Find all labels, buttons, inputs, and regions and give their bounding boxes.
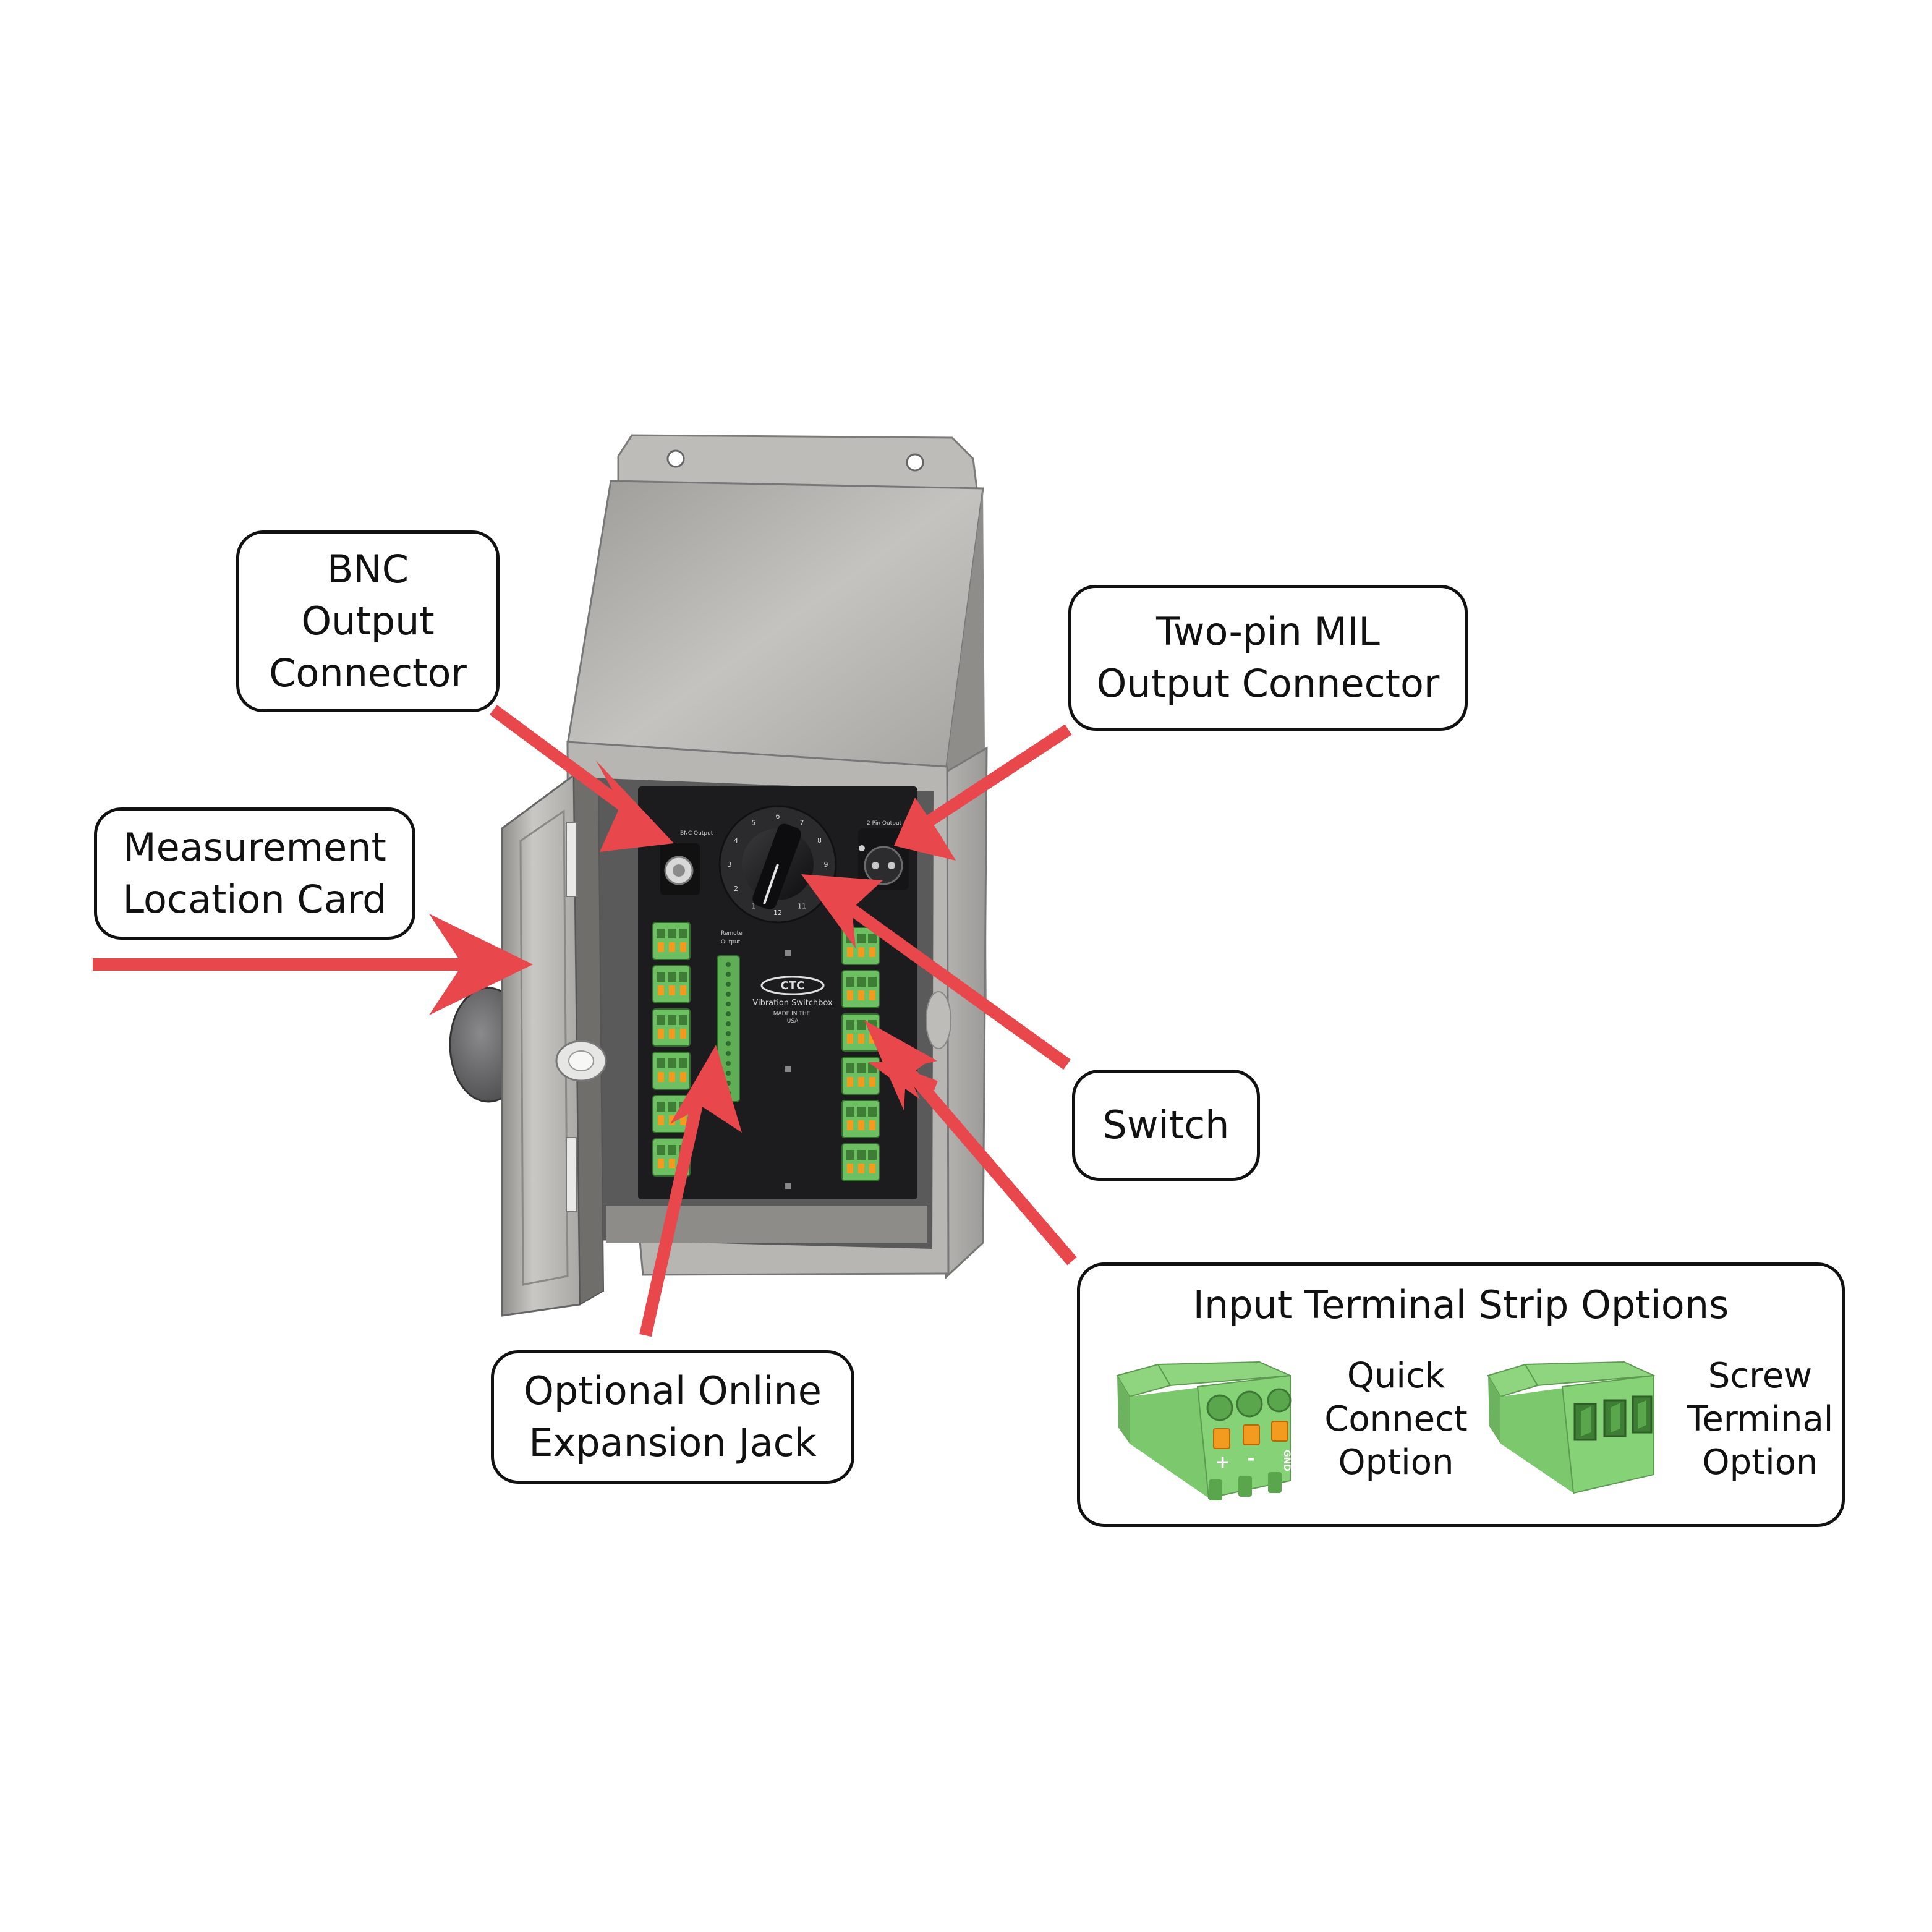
dial-numbers: 123456789101112 [728, 812, 828, 917]
arrow-bnc [490, 704, 644, 824]
jack-contact [726, 1021, 731, 1026]
dial-number: 6 [776, 812, 780, 820]
terminal-block [841, 1057, 880, 1095]
callout-line: Output [301, 598, 435, 644]
jack-contact [726, 1011, 731, 1016]
terminal-block [652, 965, 691, 1003]
terminal-strip-title: Input Terminal Strip Options [1193, 1282, 1729, 1327]
mounting-hole-right [906, 453, 924, 472]
jack-contact [726, 1071, 731, 1076]
made-in-label: MADE IN THE USA [773, 1011, 812, 1024]
mil-panel-label: 2 Pin Output [867, 820, 902, 827]
remote-output-label: Remote Output [721, 930, 744, 945]
callout-line: Optional Online [524, 1368, 822, 1413]
door-hinge-top [566, 822, 577, 897]
dial-number: 8 [817, 836, 822, 845]
bnc-output-callout: BNC Output Connector [236, 530, 500, 712]
dial-number: 11 [798, 903, 806, 911]
terminal-block [841, 970, 880, 1008]
arrowhead-mil [894, 798, 956, 861]
jack-contact [726, 1002, 731, 1006]
product-name: Vibration Switchbox [752, 998, 833, 1008]
door-hinge-bottom [566, 1137, 577, 1212]
callout-line: Switch [1102, 1102, 1230, 1147]
jack-contact [726, 1061, 731, 1066]
quick-connect-label: Quick Connect Option [1324, 1356, 1468, 1483]
terminal-block [652, 1095, 691, 1133]
terminal-block [652, 1008, 691, 1047]
ctc-logo: CTC [760, 976, 825, 995]
qc-mark-gnd: GND [1282, 1450, 1292, 1471]
arrow-mil [924, 724, 1072, 828]
cavity-floor [606, 1206, 927, 1243]
bnc-connector [660, 843, 700, 895]
terminal-block [652, 922, 691, 960]
dial-number: 9 [824, 861, 828, 869]
expansion-jack-callout: Optional Online Expansion Jack [491, 1350, 854, 1484]
arrow-switch [833, 893, 1071, 1070]
arrowhead-bnc [596, 760, 674, 852]
arrowhead-switch [801, 874, 883, 948]
terminal-block [841, 1100, 880, 1138]
arrow-expansion [639, 1100, 704, 1337]
callout-line: Two-pin MIL [1156, 609, 1380, 654]
enclosure-door [501, 773, 607, 1317]
arrowhead-measurement [429, 914, 533, 1015]
quick-connect-terminal-image: + - GND [1116, 1361, 1292, 1500]
jack-contact [726, 1031, 731, 1036]
callout-arrows [93, 704, 1077, 1337]
arrowhead-expansion [670, 1045, 742, 1133]
callout-line: Measurement [123, 825, 386, 870]
terminal-block [841, 1143, 880, 1181]
bnc-panel-label: BNC Output [680, 830, 713, 836]
expansion-jack [717, 955, 740, 1102]
jack-contact [726, 1041, 731, 1046]
door-latch [555, 1040, 607, 1082]
jack-contact [726, 962, 731, 967]
callout-line: Expansion Jack [529, 1420, 817, 1465]
dial-number: 5 [752, 819, 756, 827]
terminal-strip-options-callout: Input Terminal Strip Options + - GND Qui… [1077, 1262, 1845, 1527]
svg-text:CTC: CTC [781, 979, 805, 992]
terminal-block [841, 1013, 880, 1052]
switch-callout: Switch [1072, 1070, 1260, 1181]
dial-number: 3 [728, 861, 732, 869]
arrowhead-terminals-b [868, 1061, 929, 1099]
jack-contact [726, 982, 731, 987]
screw-terminal-label: Screw Terminal Option [1687, 1356, 1834, 1483]
qc-mark-minus: - [1247, 1448, 1254, 1470]
rain-hood [566, 480, 984, 781]
mil-output-callout: Two-pin MIL Output Connector [1068, 585, 1468, 731]
dial-number: 4 [734, 836, 738, 845]
callout-line: BNC [326, 547, 409, 592]
measurement-location-callout: Measurement Location Card [94, 807, 415, 940]
screw-terminal-image [1487, 1361, 1656, 1494]
jack-contact [726, 992, 731, 997]
qc-mark-plus: + [1215, 1452, 1230, 1473]
arrow-terminals-a [887, 1047, 1077, 1266]
callout-line: Connector [269, 650, 467, 696]
side-gland [926, 991, 951, 1049]
dial-number: 12 [773, 909, 782, 917]
jack-contact [726, 1051, 731, 1056]
dial-number: 2 [734, 885, 738, 893]
dial-number: 7 [800, 819, 804, 827]
mounting-hole-left [666, 449, 685, 468]
dial-number: 1 [752, 903, 756, 911]
callout-line: Output Connector [1096, 661, 1440, 706]
jack-contact [726, 972, 731, 977]
circuit-board: BNC Output 2 Pin Output Remote Output 12… [638, 786, 917, 1199]
rotary-switch: 123456789101112 [718, 805, 837, 924]
callout-line: Location Card [122, 877, 387, 922]
terminal-block [652, 1052, 691, 1090]
